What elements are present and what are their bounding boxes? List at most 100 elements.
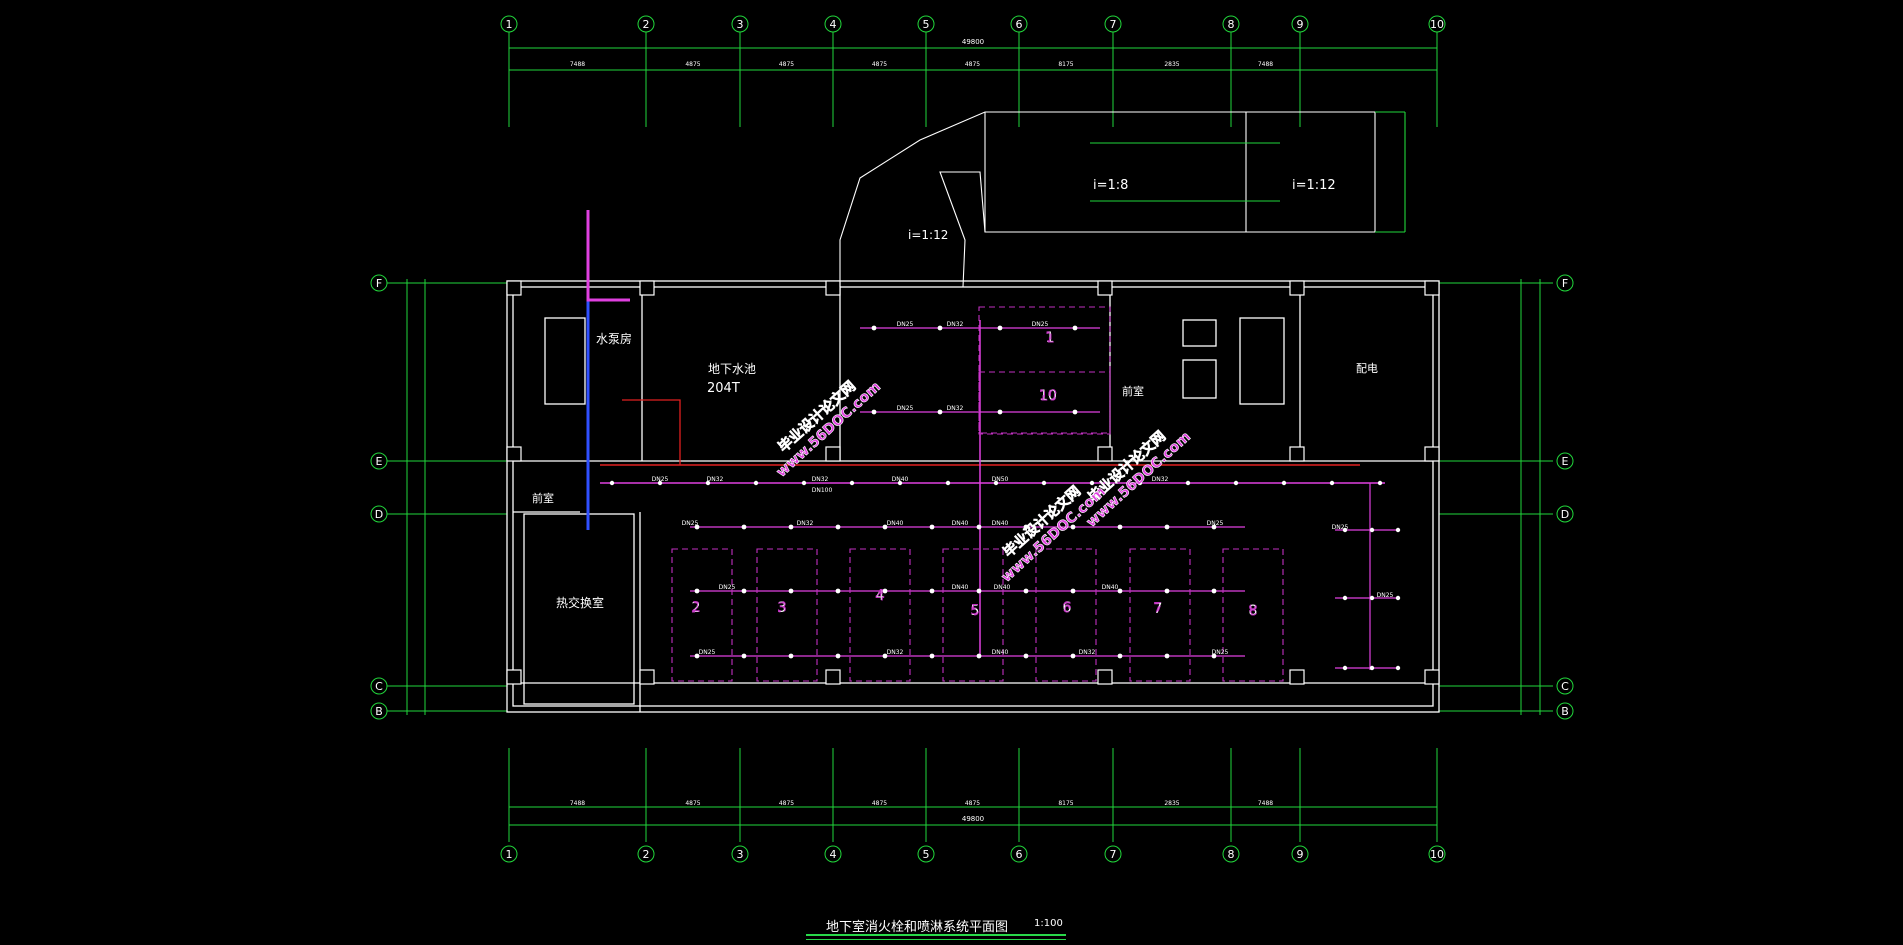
- pipe-size-label: DN25: [897, 405, 914, 412]
- power-room-label: 配电: [1356, 362, 1378, 375]
- sprinkler-head: [1342, 595, 1348, 601]
- pipe-size-label: DN40: [994, 584, 1011, 591]
- sprinkler-head: [788, 524, 794, 530]
- column: [825, 669, 841, 685]
- ramp-outline: [839, 111, 1376, 288]
- pipe-size-label: DN32: [797, 520, 814, 527]
- span-dimension: 4875: [685, 61, 700, 68]
- column: [1097, 669, 1113, 685]
- parking-ramp: [839, 111, 1406, 288]
- column: [506, 280, 522, 296]
- sprinkler-head: [1185, 480, 1191, 486]
- pipe-size-label: DN40: [992, 649, 1009, 656]
- total-dimension: 49800: [962, 815, 984, 823]
- parking-space-number: 6: [1063, 600, 1072, 616]
- total-dimension: 49800: [962, 38, 984, 46]
- span-dimension: 8175: [1058, 61, 1073, 68]
- column: [1097, 280, 1113, 296]
- span-dimension: 4875: [779, 800, 794, 807]
- sprinkler-head: [849, 480, 855, 486]
- sprinkler-head: [976, 524, 982, 530]
- column: [1097, 446, 1113, 462]
- axis-label-3: 3: [737, 848, 744, 861]
- pipe-size-label: DN25: [1212, 649, 1229, 656]
- drawing-title: 地下室消火栓和喷淋系统平面图: [826, 920, 1009, 935]
- sprinkler-head: [1211, 653, 1217, 659]
- sprinkler-head: [1369, 595, 1375, 601]
- inner-wall: [512, 286, 1434, 707]
- span-dimension: 7488: [1258, 61, 1273, 68]
- sprinkler-head: [937, 409, 943, 415]
- axis-label-8: 8: [1228, 18, 1235, 31]
- parking-space-number: 5: [971, 603, 980, 619]
- axis-label-7: 7: [1110, 848, 1117, 861]
- sprinkler-head: [882, 588, 888, 594]
- axis-label-7: 7: [1110, 18, 1117, 31]
- column: [1424, 669, 1440, 685]
- sprinkler-head: [1395, 595, 1401, 601]
- elevator-1: [1182, 319, 1217, 347]
- vestibule-right-label: 前室: [1122, 384, 1144, 398]
- axis-label-F: F: [376, 277, 382, 290]
- sprinkler-head: [929, 653, 935, 659]
- sprinkler-head: [694, 588, 700, 594]
- pipe-size-label: DN32: [947, 405, 964, 412]
- red-branch: [622, 399, 681, 465]
- sprinkler-head: [1369, 527, 1375, 533]
- sprinkler-heads: [609, 325, 1401, 671]
- axis-label-F: F: [1562, 277, 1568, 290]
- span-dimension: 4875: [872, 61, 887, 68]
- pipe-size-label: DN32: [812, 476, 829, 483]
- parking-space-number: 8: [1249, 603, 1258, 619]
- column: [1289, 280, 1305, 296]
- pipe-size-label: DN40: [892, 476, 909, 483]
- sprinkler-head: [937, 325, 943, 331]
- stair-right: [1239, 317, 1285, 405]
- sprinkler-head: [1329, 480, 1335, 486]
- axis-label-4: 4: [830, 18, 837, 31]
- span-dimension: 8175: [1058, 800, 1073, 807]
- sprinkler-head: [1164, 588, 1170, 594]
- title-underline-thin: [806, 939, 1066, 940]
- span-dimension: 4875: [685, 800, 700, 807]
- axis-label-2: 2: [643, 18, 650, 31]
- sprinkler-head: [1070, 653, 1076, 659]
- sprinkler-head: [945, 480, 951, 486]
- sprinkler-head: [1395, 527, 1401, 533]
- sprinkler-head: [882, 653, 888, 659]
- sprinkler-head: [929, 524, 935, 530]
- sprinkler-head: [1117, 588, 1123, 594]
- sprinkler-head: [1211, 524, 1217, 530]
- span-dimension: 4875: [965, 800, 980, 807]
- sprinkler-head: [1233, 480, 1239, 486]
- sprinkler-head: [1041, 480, 1047, 486]
- axis-grid: 1122334455667788991010498004980074887488…: [370, 15, 1574, 863]
- column: [1424, 446, 1440, 462]
- pipe-size-label: DN40: [952, 584, 969, 591]
- sprinkler-zone: [1129, 548, 1191, 682]
- sprinkler-zone: [1222, 548, 1284, 682]
- sprinkler-head: [997, 409, 1003, 415]
- pipe-size-label: DN32: [1152, 476, 1169, 483]
- sprinkler-head: [997, 325, 1003, 331]
- axis-label-1: 1: [506, 18, 513, 31]
- span-dimension: 7488: [1258, 800, 1273, 807]
- sprinkler-head: [976, 653, 982, 659]
- pipe-size-label: DN40: [1102, 584, 1119, 591]
- axis-label-5: 5: [923, 18, 930, 31]
- column: [506, 669, 522, 685]
- sprinkler-head: [1072, 409, 1078, 415]
- axis-label-9: 9: [1297, 18, 1304, 31]
- span-dimension: 4875: [779, 61, 794, 68]
- sprinkler-head: [694, 653, 700, 659]
- sprinkler-head: [1369, 665, 1375, 671]
- column: [825, 280, 841, 296]
- outer-wall: [506, 280, 1440, 713]
- title-underline: [806, 934, 1066, 936]
- pipe-size-label: DN50: [992, 476, 1009, 483]
- span-dimension: 4875: [872, 800, 887, 807]
